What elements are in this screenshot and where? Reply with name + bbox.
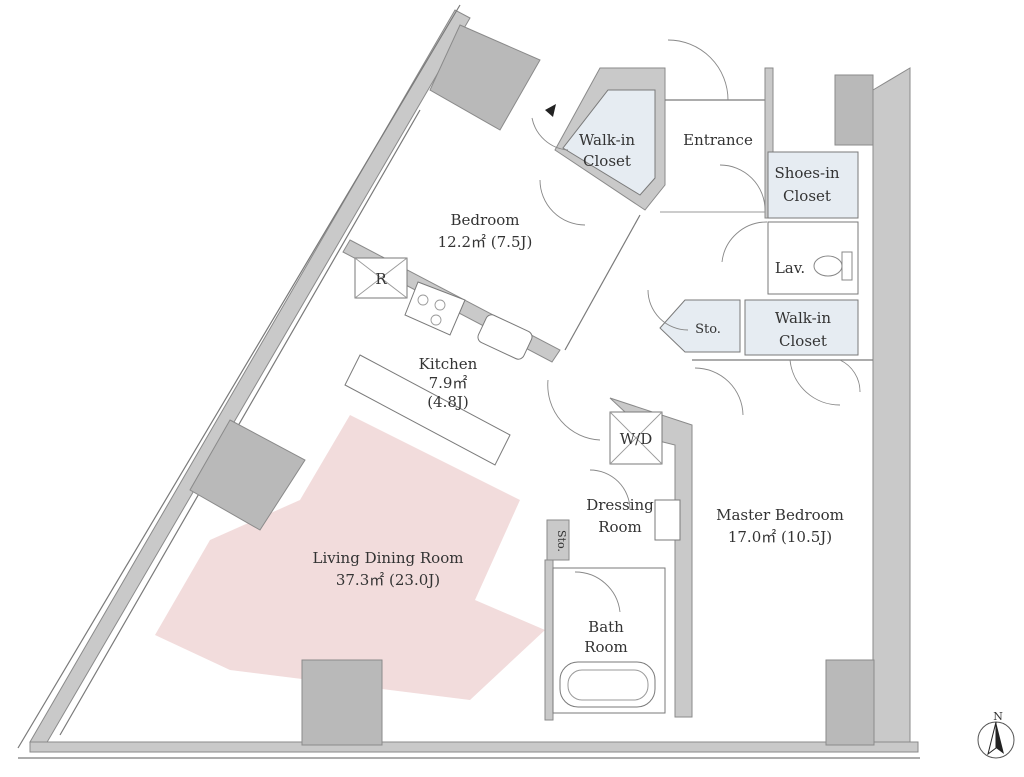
door-arc	[667, 39, 729, 101]
storage-2	[546, 519, 570, 561]
bath-wall	[544, 559, 554, 721]
burner-icon	[434, 299, 446, 311]
bedroom-kitchen-divider	[564, 214, 641, 351]
refrigerator-label: R	[375, 270, 387, 288]
toilet-tank-icon	[841, 251, 853, 281]
entry-marker-icon	[545, 104, 556, 117]
column-top	[429, 24, 541, 131]
stove	[404, 281, 466, 336]
column-left	[189, 419, 306, 531]
master-bedroom-label: Master Bedroom	[716, 506, 844, 524]
door-arc	[789, 359, 841, 406]
dressing-room-label: Dressing	[586, 496, 654, 514]
walkin-closet-1-label: Walk-in	[579, 131, 636, 149]
left-outer-line	[17, 4, 461, 749]
door-arc	[694, 367, 744, 416]
kitchen-area: 7.9㎡	[429, 374, 468, 392]
storage-1-label: Sto.	[695, 322, 721, 337]
shoes-closet-label: Closet	[783, 187, 831, 205]
storage-2-label: Sto.	[555, 530, 568, 552]
bedroom-area: 12.2㎡ (7.5J)	[438, 233, 533, 251]
door-arc	[547, 379, 601, 441]
burner-icon	[430, 314, 442, 326]
master-bedroom-area: 17.0㎡ (10.5J)	[728, 528, 832, 546]
bathtub-inner	[567, 669, 649, 701]
door-arc	[721, 221, 768, 263]
shoes-closet	[767, 151, 859, 219]
shoes-closet-label: Shoes-in	[774, 164, 839, 182]
door-arc	[839, 359, 861, 393]
kitchen-sink	[477, 314, 533, 360]
column-bottom-center	[301, 659, 383, 746]
door-arc	[647, 289, 689, 331]
door-arc	[589, 469, 631, 511]
column-top-right	[834, 74, 874, 146]
bath-room-label: Room	[584, 638, 628, 656]
lavatory-label: Lav.	[775, 259, 805, 277]
burner-icon	[417, 294, 429, 306]
door-arc	[719, 164, 766, 211]
kitchen-tatami: (4.8J)	[427, 393, 469, 411]
living-dining-label: Living Dining Room	[313, 549, 464, 567]
exterior-wall-bottom	[29, 741, 919, 753]
washer-dryer-cross-b	[609, 411, 663, 465]
door-arc	[574, 571, 621, 613]
door-arc	[539, 179, 586, 226]
dressing-vanity	[654, 499, 681, 541]
toilet-icon	[813, 255, 843, 277]
living-dining-area: 37.3㎡ (23.0J)	[336, 571, 440, 589]
kitchen-label: Kitchen	[419, 355, 478, 373]
exterior-wall-right	[872, 67, 911, 743]
bedroom-label: Bedroom	[451, 211, 520, 229]
walkin-closet-1-label: Closet	[583, 152, 631, 170]
living-room-highlight	[155, 415, 545, 700]
walkin-closet-2-label: Walk-in	[775, 309, 832, 327]
washer-dryer-label: W/D	[620, 430, 653, 448]
compass-north-label: N	[993, 710, 1003, 723]
refrigerator-cross-b	[354, 257, 408, 299]
column-bottom-right	[825, 659, 875, 746]
entrance-label: Entrance	[683, 131, 753, 149]
walkin-closet-1	[562, 89, 656, 196]
north-compass-icon: N	[977, 710, 1015, 759]
walkin-closet-2	[744, 299, 859, 356]
bath-room-label: Bath	[588, 618, 624, 636]
left-inner-line	[59, 109, 421, 736]
kitchen-island	[344, 354, 511, 466]
dressing-room-label: Room	[598, 518, 642, 536]
door-arc	[531, 117, 569, 151]
storage-1	[659, 299, 741, 353]
walkin-closet-2-label: Closet	[779, 332, 827, 350]
